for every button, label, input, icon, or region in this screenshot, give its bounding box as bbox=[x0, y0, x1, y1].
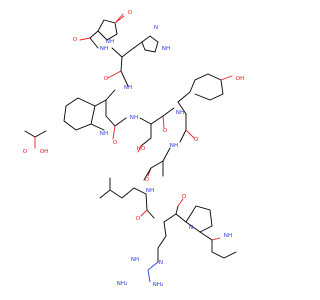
nh-tyr-amide-label: NH bbox=[176, 110, 184, 116]
nh-indole-label: NH bbox=[100, 131, 108, 137]
n-imidazole-label: N bbox=[154, 25, 158, 31]
nh-leu-amide-label: NH bbox=[146, 188, 154, 194]
nh-his-amide-label: NH bbox=[100, 46, 108, 52]
o-lactam-label: O bbox=[128, 10, 133, 16]
o-ser-amide-label: O bbox=[163, 128, 168, 134]
bond-lines bbox=[24, 13, 237, 283]
nh-trp-amide-label: NH bbox=[124, 85, 132, 91]
nh-ser-amide-label: NH bbox=[130, 115, 138, 121]
oh-ser-label: HO bbox=[137, 146, 146, 152]
o-ala-amide-label: O bbox=[145, 177, 150, 183]
nh2-guanidine-b-label: NH₂ bbox=[153, 282, 164, 288]
o-trp-amide-label: O bbox=[113, 140, 118, 146]
nh2-guanidine-a-label: NH₂ bbox=[117, 281, 128, 287]
o-tyr-amide-label: O bbox=[194, 137, 199, 143]
molecule-structure: O NH O NH NH N O NH OH NH O NH HO O NH O… bbox=[23, 10, 245, 288]
nh-ethylamide-label: NH bbox=[224, 233, 232, 239]
atom-labels: O NH O NH NH N O NH OH NH O NH HO O NH O… bbox=[23, 10, 245, 288]
n-guanidine-label: N bbox=[159, 260, 163, 266]
o-leu-amide-label: O bbox=[136, 216, 141, 222]
o-pro-amide-label: O bbox=[182, 194, 187, 200]
o-pyroglu-amide-label: O bbox=[73, 37, 78, 43]
o-acetic-dbl-label: O bbox=[23, 149, 28, 155]
nh-imidazole-label: NH bbox=[162, 46, 170, 52]
nh-pyroglu-label: NH bbox=[106, 39, 114, 45]
oh-acetic-label: OH bbox=[40, 149, 49, 155]
nh-guanidine-label: NH bbox=[131, 257, 139, 263]
oh-tyr-phenol-label: OH bbox=[236, 76, 245, 82]
nh-ala-amide-label: NH bbox=[170, 143, 178, 149]
n-pro-label: N bbox=[189, 225, 193, 231]
o-his-amide-label: O bbox=[104, 76, 109, 82]
